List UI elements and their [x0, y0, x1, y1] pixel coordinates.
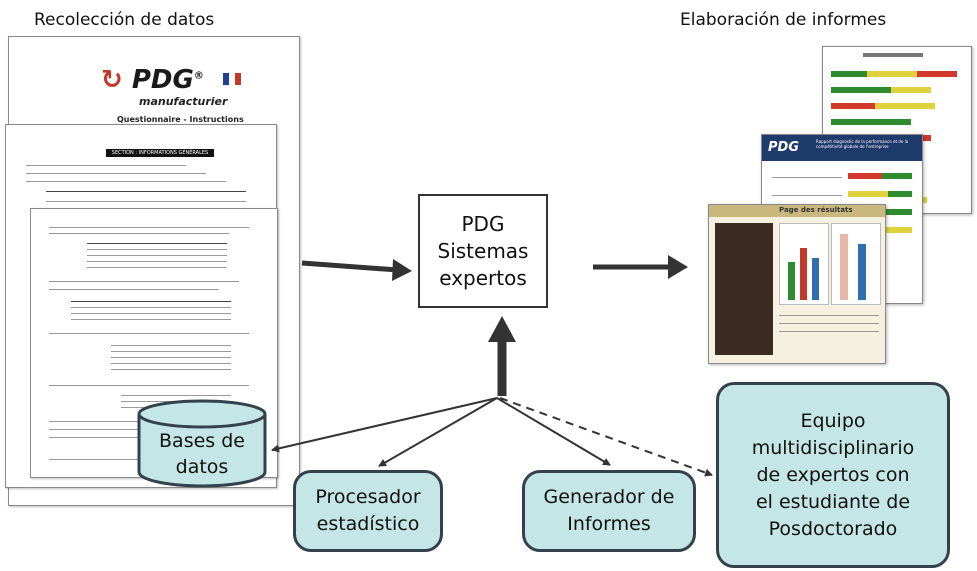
report-header-band	[762, 135, 922, 161]
multidisciplinary-team-box[interactable]: Equipo multidisciplinario de expertos co…	[716, 382, 950, 568]
logo-swirl-icon: ↻	[101, 65, 123, 95]
report-logo: PDG	[768, 140, 799, 155]
database-cylinder-icon	[137, 399, 267, 488]
report-tab-bar	[709, 205, 885, 217]
report-chart-left	[779, 223, 829, 305]
heading-report-elaboration: Elaboración de informes	[680, 10, 887, 30]
database-label: Bases de datos	[159, 430, 245, 478]
report-tab-title: Page des résultats	[779, 206, 853, 214]
french-flag-icon	[223, 73, 241, 85]
questionnaire-title: Questionnaire - Instructions	[117, 115, 244, 124]
arrow-collection-to-system	[301, 259, 412, 281]
pdg-logo: ↻ PDG®	[101, 65, 204, 95]
report-generator-box[interactable]: Generador de Informes	[522, 470, 696, 552]
report-header-title: Rapport diagnostic de la performance et …	[816, 139, 909, 149]
report-page-front: Page des résultats	[708, 204, 886, 364]
report-side-panel	[715, 223, 773, 355]
logo-subtitle: manufacturier	[139, 95, 228, 108]
arrow-system-to-reports	[593, 255, 688, 279]
statistical-processor-box[interactable]: Procesador estadístico	[293, 470, 443, 552]
heading-data-collection: Recolección de datos	[34, 10, 215, 30]
pdg-expert-systems-box[interactable]: PDG Sistemas expertos	[418, 194, 548, 308]
section-title-bar: SECTION : INFORMATIONS GÉNÉRALES	[106, 149, 214, 157]
line-hub-to-reports	[496, 397, 611, 466]
line-hub-to-database	[271, 397, 498, 453]
line-hub-to-stats	[378, 397, 498, 467]
arrow-hub-to-system	[488, 316, 516, 396]
dashed-line-hub-to-team	[499, 397, 713, 477]
report-chart-right	[831, 223, 881, 305]
